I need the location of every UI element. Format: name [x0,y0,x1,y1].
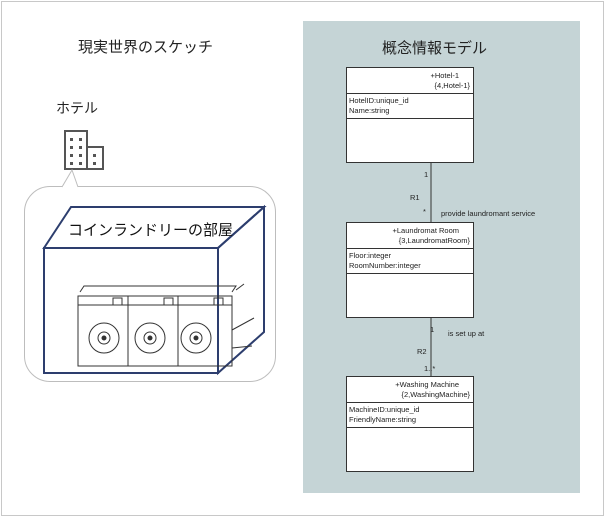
class-attribute: RoomNumber:integer [349,261,421,270]
room-label: コインランドリーの部屋 [68,221,234,239]
class-laundromat-room-attributes: Floor:integer RoomNumber:integer [347,249,473,274]
class-attribute: HotelID:unique_id [349,96,409,105]
sketch-title: 現実世界のスケッチ [78,38,214,56]
building-icon [64,130,104,170]
r2-bottom-multiplicity: 1..* [424,364,436,373]
class-hotel[interactable]: +Hotel-1 {4,Hotel-1} HotelID:unique_id N… [346,67,474,163]
class-laundromat-room-header: +Laundromat Room {3,LaundromatRoom} [347,223,473,249]
class-attribute: FriendlyName:string [349,415,417,424]
room-bubble [24,186,276,382]
bubble-tail [61,168,79,188]
class-attribute: Name:string [349,106,390,115]
class-washing-machine[interactable]: +Washing Machine {2,WashingMachine} Mach… [346,376,474,472]
r2-top-multiplicity: 1 [430,325,435,334]
r1-bottom-multiplicity: * [423,207,426,216]
class-laundromat-room-key: {3,LaundromatRoom} [398,236,470,245]
model-title: 概念情報モデル [382,39,488,57]
class-washing-machine-name: +Washing Machine [395,380,459,389]
class-hotel-header: +Hotel-1 {4,Hotel-1} [347,68,473,94]
class-hotel-attributes: HotelID:unique_id Name:string [347,94,473,119]
class-attribute: Floor:integer [349,251,392,260]
class-washing-machine-attributes: MachineID:unique_id FriendlyName:string [347,403,473,428]
r2-phrase: is set up at [448,329,485,338]
class-attribute: MachineID:unique_id [349,405,420,414]
class-hotel-name: +Hotel-1 [430,71,459,80]
class-hotel-key: {4,Hotel-1} [434,81,470,90]
class-laundromat-room[interactable]: +Laundromat Room {3,LaundromatRoom} Floo… [346,222,474,318]
class-laundromat-room-name: +Laundromat Room [392,226,460,235]
r2-id-label: R2 [417,347,427,356]
r1-phrase: provide laundromant service [441,209,536,218]
class-washing-machine-key: {2,WashingMachine} [401,390,470,399]
r1-id-label: R1 [410,193,420,202]
room-cube [42,204,267,376]
washing-machines-sketch [77,283,255,367]
r1-top-multiplicity: 1 [424,170,429,179]
hotel-label: ホテル [56,101,98,117]
class-washing-machine-header: +Washing Machine {2,WashingMachine} [347,377,473,403]
